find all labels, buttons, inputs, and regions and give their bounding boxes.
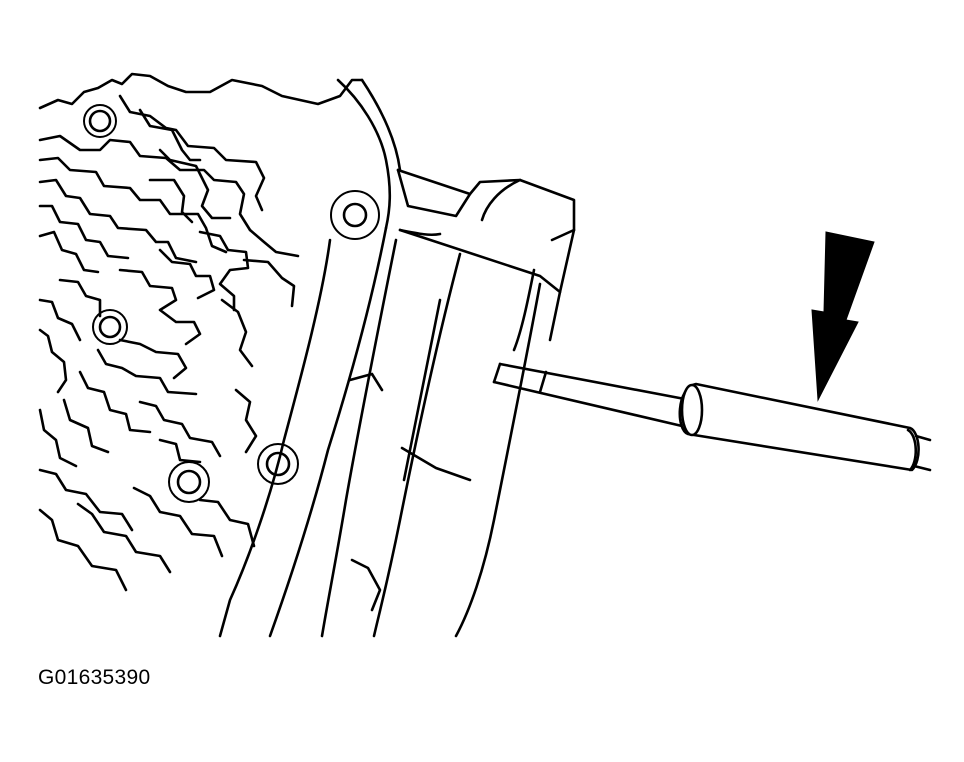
figure-id-label: G01635390 (38, 666, 151, 689)
valve-body-casting (38, 72, 402, 638)
down-left-arrow-icon (811, 231, 875, 402)
probe-tool (492, 362, 932, 472)
case-housing (320, 168, 576, 638)
